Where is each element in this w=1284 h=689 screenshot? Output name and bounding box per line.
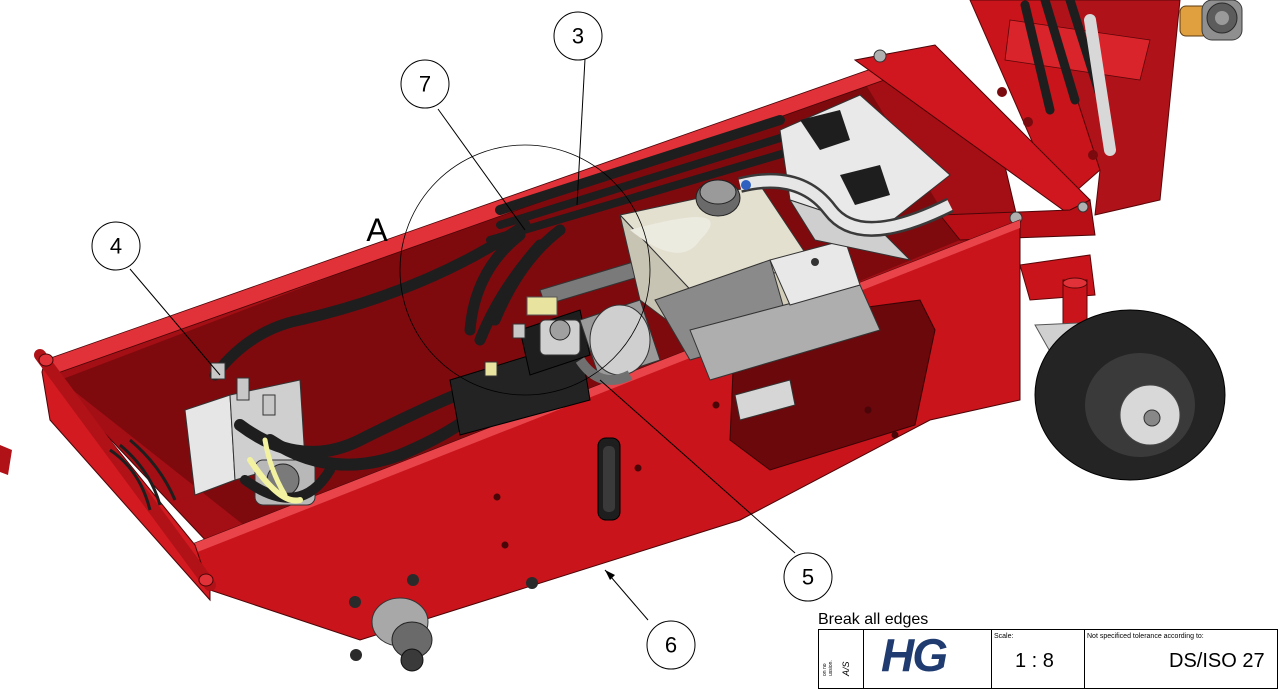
callout-label: 7 xyxy=(419,72,431,97)
fuel-tank xyxy=(738,94,954,261)
hydraulic-hoses xyxy=(209,115,799,504)
callout-label: 5 xyxy=(802,565,814,590)
callout-balloon: 5 xyxy=(783,552,833,602)
side-text: ussion. xyxy=(828,660,834,676)
title-block-tolerance-cell: Not specificed tolerance according to: D… xyxy=(1084,630,1284,688)
callout-label: 4 xyxy=(110,234,122,259)
assembly-drawing: A 3 7 4 5 6 xyxy=(0,0,1243,672)
callout-balloon: 4 xyxy=(91,221,141,271)
fittings xyxy=(210,323,526,416)
title-block-side-cell: on no ussion. A/S xyxy=(819,630,864,688)
callout-balloon: 3 xyxy=(553,11,603,61)
callout-balloon: 6 xyxy=(646,620,696,670)
tolerance-label: Not specificed tolerance according to: xyxy=(1087,633,1204,640)
callout-label: 3 xyxy=(572,24,584,49)
edge-note: Break all edges xyxy=(818,611,929,628)
throttle-knob xyxy=(1179,0,1243,41)
leader-5 xyxy=(599,379,796,554)
bottom-hub xyxy=(371,597,433,672)
leader-3 xyxy=(576,58,586,206)
title-block: on no ussion. A/S HG Scale: 1 : 8 Not sp… xyxy=(818,629,1278,689)
callout-balloon: 7 xyxy=(400,59,450,109)
callout-label: 6 xyxy=(665,633,677,658)
leader-7 xyxy=(437,108,526,231)
title-block-scale-cell: Scale: 1 : 8 xyxy=(991,630,1085,688)
company-logo: HG xyxy=(881,629,948,681)
leader-6-arrow xyxy=(605,570,615,580)
leader-4 xyxy=(129,268,221,376)
left-edge-part xyxy=(0,445,12,475)
detail-view-circle xyxy=(399,144,651,396)
tolerance-value: DS/ISO 27 xyxy=(1169,650,1265,672)
title-block-logo-cell: HG xyxy=(863,630,992,688)
handle-frame xyxy=(969,0,1181,216)
hydraulic-motor xyxy=(449,259,661,436)
detail-view-label: A xyxy=(366,212,388,248)
scale-label: Scale: xyxy=(994,633,1014,640)
caster-wheel xyxy=(1019,254,1226,481)
leader-6 xyxy=(604,569,649,621)
engine xyxy=(619,179,881,421)
scale-value: 1 : 8 xyxy=(1015,650,1054,672)
side-text: A/S xyxy=(841,661,851,676)
